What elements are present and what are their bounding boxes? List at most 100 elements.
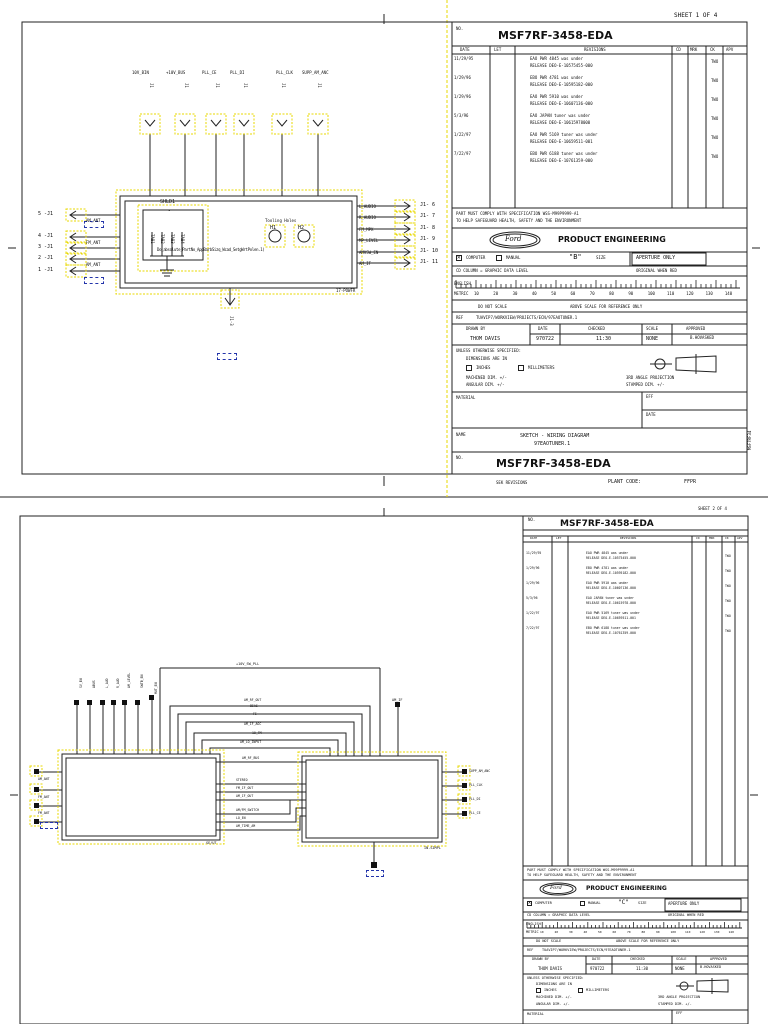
right-connector-label: J1- 6 xyxy=(420,202,436,208)
right-net-label: L_AUDIO xyxy=(359,204,376,209)
ruler-label: 90 xyxy=(628,291,634,296)
computer-checkbox[interactable]: ✕ xyxy=(527,900,532,906)
manual-checkbox[interactable] xyxy=(496,255,502,261)
rev-header-let: LET xyxy=(556,536,562,540)
rev-header-cd: CD xyxy=(696,536,700,540)
am-if-net: AM_IF xyxy=(392,698,403,702)
date-value: 970722 xyxy=(590,966,605,971)
cd-column-note: CD COLUMN = GRAPHIC DATA LEVEL xyxy=(456,268,529,273)
computer-label: COMPUTER xyxy=(466,255,486,260)
scale-value: NONE xyxy=(675,966,685,971)
metric-label: METRIC xyxy=(454,291,469,296)
date-value: 970722 xyxy=(536,336,555,342)
cd-column-note: CD COLUMN = GRAPHIC DATA LEVEL xyxy=(527,913,591,917)
aperture-label: APERTURE ONLY xyxy=(636,255,676,261)
revision-release: RELEASE DEO-E-10761359-000 xyxy=(530,158,593,163)
revision-release: RELEASE DEO-E-10615978000 xyxy=(530,120,591,125)
vertical-net-label: MUT_EN xyxy=(154,682,158,694)
projection-note: 3RD ANGLE PROJECTION xyxy=(658,995,701,999)
annotation-marker xyxy=(366,870,384,877)
top-net-label: PLL_CE xyxy=(202,70,217,75)
routed-net-label: BIAS xyxy=(250,704,258,708)
revision-date: 1/29/96 xyxy=(526,566,540,570)
left-net-label: FM_ANT xyxy=(86,240,101,245)
left-connector-label: 1 -J1 xyxy=(38,267,54,273)
top-pin-label: J1 xyxy=(317,83,322,88)
rev-header-date: DATE xyxy=(530,536,538,540)
approved-value: B.HOVASKED xyxy=(700,965,722,969)
vertical-net-label: SV_EN xyxy=(79,678,83,688)
revision-text: EAO PWR 5169 tuner was under xyxy=(530,132,598,137)
side-label: MSF7RF34 xyxy=(747,430,752,450)
size-label: SIZE xyxy=(596,255,606,260)
revision-approver: TWO xyxy=(725,554,731,558)
drawing-size: "C" xyxy=(618,899,629,906)
ref-label: REF xyxy=(527,948,534,952)
unless-note: UNLESS OTHERWISE SPECIFIED: xyxy=(456,348,522,353)
rev-header-revisions: REVISIONS xyxy=(584,47,606,52)
top-net-label: PLL_DI xyxy=(230,70,245,75)
angular-tolerance: ANGULAR DIM. +/- xyxy=(466,382,505,387)
computer-checkbox[interactable]: ✕ xyxy=(456,254,462,261)
top-pin-label: J1 xyxy=(281,83,286,88)
vertical-net-label: SWTB_EN xyxy=(140,674,144,688)
drawing-name: SKETCH - WIRING DIAGRAM xyxy=(520,433,590,439)
vertical-net-label: L_AUD xyxy=(105,678,109,688)
unless-note: UNLESS OTHERWISE SPECIFIED: xyxy=(527,976,584,980)
sheet-number: SHEET 2 OF 4 xyxy=(698,506,727,511)
revision-approver: TWO xyxy=(725,629,731,633)
right-connector-label: J1- 9 xyxy=(420,236,436,242)
millimeters-checkbox[interactable] xyxy=(518,365,524,371)
top-net-label: SUPP_AM_ANC xyxy=(302,70,329,75)
left-connector-label: 5 -J1 xyxy=(38,211,54,217)
revision-text: EAO JAPAN tuner was under xyxy=(530,113,591,118)
rev-header-revisions: REVISIONS xyxy=(620,536,637,540)
inches-label: INCHES xyxy=(544,988,557,992)
rev-header-ck: CK xyxy=(710,47,715,52)
lower-net-label: AM_TIME_AM xyxy=(236,824,256,828)
top-net-label: 10V_BIN xyxy=(132,70,149,75)
manual-checkbox[interactable] xyxy=(580,901,585,906)
millimeters-label: MILLIMETERS xyxy=(528,365,555,370)
angular-tolerance: ANGULAR DIM. +/- xyxy=(536,1002,570,1006)
drawn-by-label: DRAWN BY xyxy=(532,957,549,961)
eff-label: EFF xyxy=(646,394,654,399)
eff-date-label: DATE xyxy=(646,412,656,417)
lower-net-label: STEREO xyxy=(236,778,248,782)
right-connector-label: J1- 8 xyxy=(420,225,436,231)
ruler-label: 10 xyxy=(474,291,479,296)
ruler-label: 40 xyxy=(531,291,537,296)
part-number: MSF7RF-3458-EDA xyxy=(560,519,654,529)
millimeters-checkbox[interactable] xyxy=(578,988,583,993)
department-title: PRODUCT ENGINEERING xyxy=(558,235,666,244)
tooling-holes-label: Tooling Holes xyxy=(265,218,297,223)
ford-logo: Ford xyxy=(550,885,562,891)
revision-text: EAO PWR 5910 was under xyxy=(586,581,629,585)
drawn-by-label: DRAWN BY xyxy=(466,326,486,331)
machined-tolerance: MACHINED DIM. +/- xyxy=(536,995,572,999)
ruler-label: 80 xyxy=(609,291,614,296)
ruler-label: 90 xyxy=(656,930,660,934)
machined-tolerance: MACHINED DIM. +/- xyxy=(466,375,507,380)
approved-label: APPROVED xyxy=(686,326,706,331)
above-scale: ABOVE SCALE FOR REFERENCE ONLY xyxy=(570,304,643,309)
revision-text: EBO PWR 4781 was under xyxy=(586,566,629,570)
projection-note: 3RD ANGLE PROJECTION xyxy=(626,375,675,380)
inches-checkbox[interactable] xyxy=(536,988,541,993)
rev-header-apv: APV xyxy=(737,536,743,540)
computer-label: COMPUTER xyxy=(535,901,552,905)
plant-code: FFPR xyxy=(684,479,697,485)
english-label: ENGLISH xyxy=(526,922,541,926)
revision-date: 1/22/97 xyxy=(526,611,540,615)
ruler-label: 120 xyxy=(699,930,705,934)
checked-value: 11:30 xyxy=(596,336,612,342)
right-net-label: AMVSW_EN xyxy=(359,250,379,255)
revision-date: 5/3/96 xyxy=(454,113,469,118)
ruler-label: 20 xyxy=(554,930,559,934)
ruler-label: 130 xyxy=(705,291,713,296)
revision-release: RELEASE DEO-E-10761359-000 xyxy=(586,631,636,635)
revision-approver: TWO xyxy=(711,97,719,102)
inches-checkbox[interactable] xyxy=(466,365,472,371)
original-when-red: ORIGINAL WHEN RED xyxy=(636,268,677,273)
vertical-net-label: AM_LEVEL xyxy=(127,672,131,688)
